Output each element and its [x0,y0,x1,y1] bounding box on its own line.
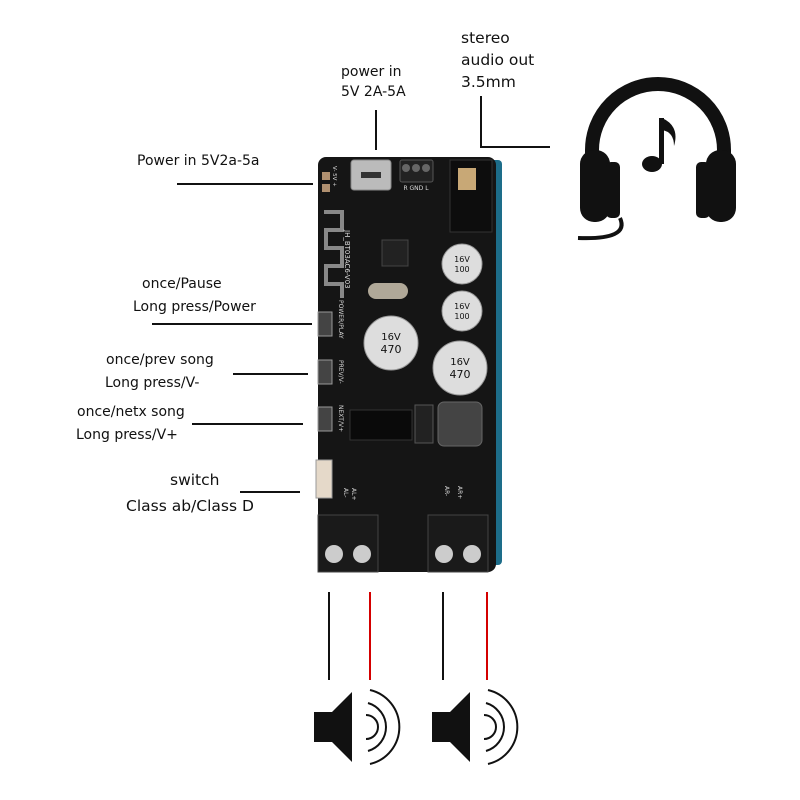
left-speaker-icon [314,689,401,765]
power-in-top-label-2: 5V 2A-5A [341,84,406,100]
right-speaker-terminal [427,514,489,573]
prev-button-label-1: once/prev song [106,352,214,368]
silk-next: NEXT/V+ [337,405,344,432]
left-speaker-terminal [317,514,379,573]
switch-label-2: Class ab/Class D [126,497,254,515]
svg-text:16V: 16V [381,332,401,343]
silk-ar-plus: AR+ [456,486,463,499]
bluetooth-antenna [324,210,344,298]
headphones-icon [577,77,736,241]
next-button[interactable] [317,406,333,432]
svg-text:16V: 16V [454,302,470,311]
svg-text:470: 470 [381,343,402,356]
regulator [414,404,434,444]
play-button-label-2: Long press/Power [133,299,256,315]
stereo-out-label-1: stereo [461,29,510,47]
prev-button-label-2: Long press/V- [105,375,200,391]
silk-ar-minus: AR- [443,486,450,496]
music-note-icon [642,118,676,172]
bt-chip [381,239,409,267]
prev-button[interactable] [317,359,333,385]
silk-prev: PREV/V- [337,360,344,384]
power-in-top-leader [375,110,377,150]
crystal [368,283,408,299]
class-switch[interactable] [315,459,333,499]
stereo-out-label-2: audio out [461,51,535,69]
stereo-out-leader-h [480,146,550,148]
power-play-button[interactable] [317,311,333,337]
power-in-left-label: Power in 5V2a-5a [137,153,260,169]
power-pin-pos [322,184,330,192]
usb-slot [361,172,381,178]
power-pin-neg [322,172,330,180]
svg-text:100: 100 [454,312,469,321]
stereo-out-label-3: 3.5mm [461,73,516,91]
silk-line-pins: R GND L [403,185,429,192]
svg-text:470: 470 [450,368,471,381]
switch-leader [240,491,300,493]
next-button-leader [192,423,303,425]
right-speaker-icon [432,689,519,765]
svg-text:16V: 16V [454,255,470,264]
silk-power-pins: V- 5V + [331,166,337,187]
play-button-label-1: once/Pause [142,276,222,292]
svg-text:100: 100 [454,265,469,274]
power-in-left-leader [177,183,313,185]
prev-button-leader [233,373,308,375]
play-button-leader [152,323,312,325]
amp-ic [349,409,413,441]
next-button-label-1: once/netx song [77,404,185,420]
stereo-out-leader-v [480,96,482,148]
svg-text:16V: 16V [450,357,470,368]
silk-buttons: POWER/PLAY [337,300,344,339]
inductor [437,401,483,447]
switch-label-1: switch [170,471,220,489]
silk-al-plus: AL+ [350,488,357,500]
next-button-label-2: Long press/V+ [76,427,178,443]
jack-opening [458,168,476,190]
power-in-top-label-1: power in [341,64,402,80]
silk-model: JH_BT03AC6-V03 [343,229,351,289]
silk-al-minus: AL- [342,488,349,498]
